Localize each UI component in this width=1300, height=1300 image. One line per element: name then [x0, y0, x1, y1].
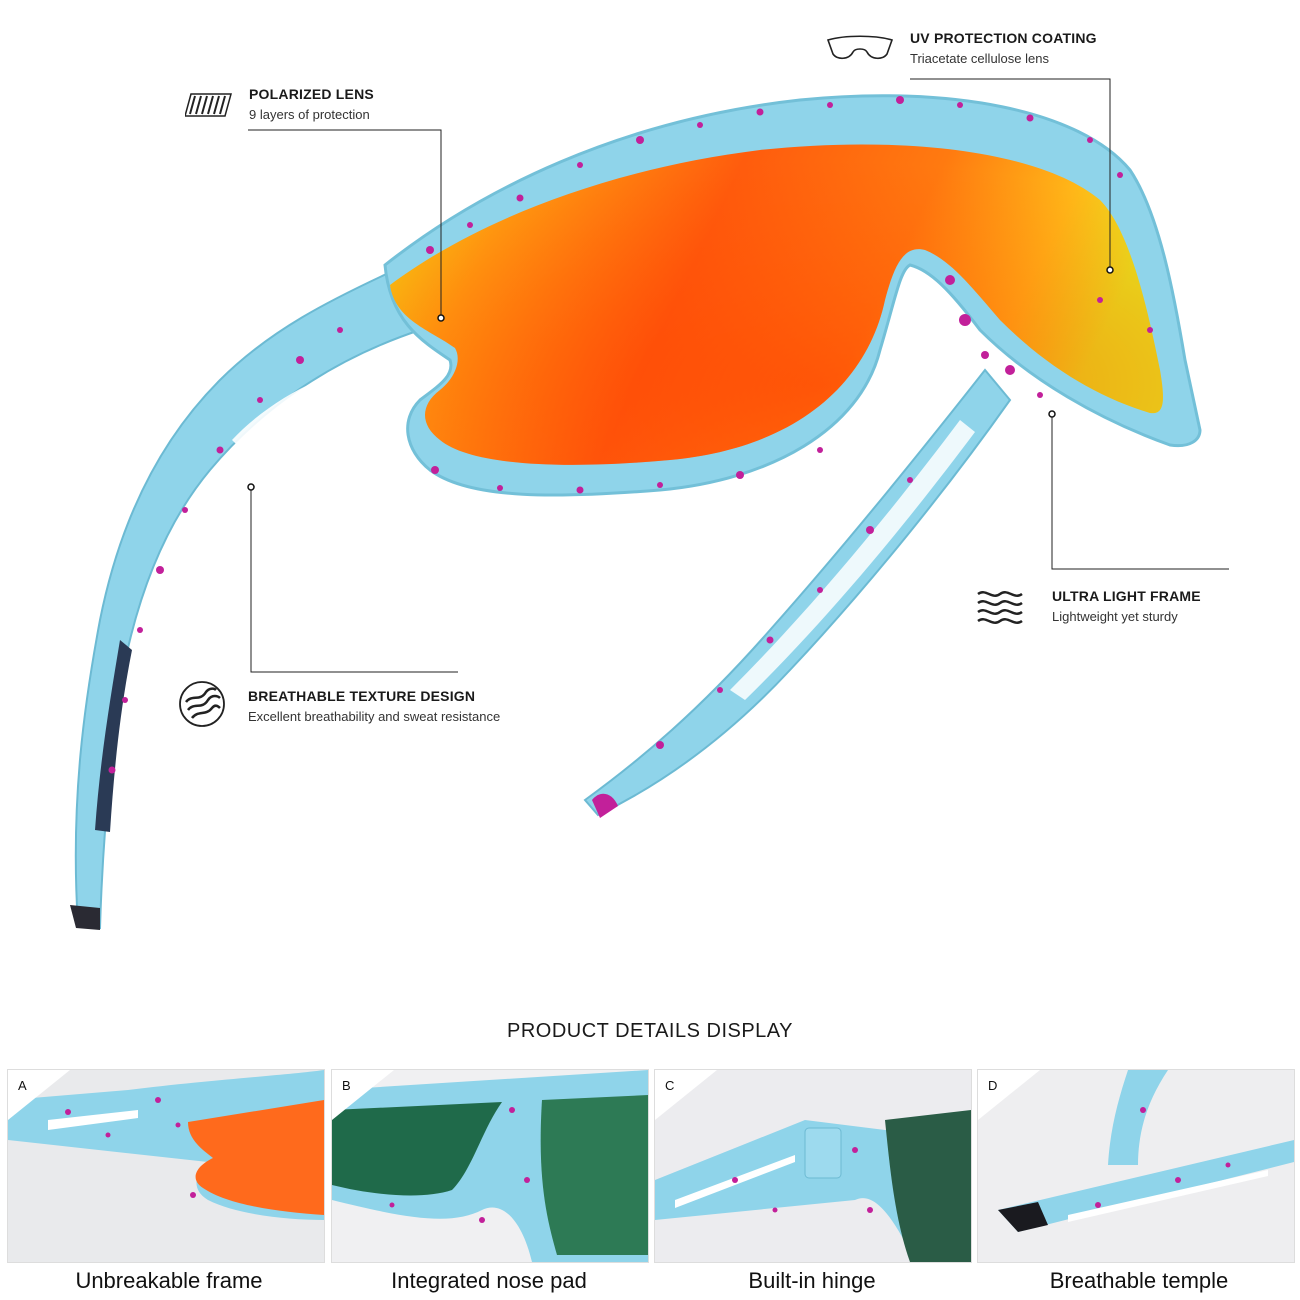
- panel-image-temple: [978, 1070, 1294, 1262]
- feature-title: UV PROTECTION COATING: [910, 30, 1097, 46]
- glasses-outline-icon: [826, 35, 894, 60]
- callout-lines: [248, 78, 1229, 673]
- panel-tab: [8, 1070, 70, 1120]
- frame-speckles: [108, 96, 1153, 774]
- panel-image-hinge: [655, 1070, 971, 1262]
- wave-layers-icon: [977, 591, 1023, 624]
- panel-letter: D: [988, 1078, 998, 1093]
- panel-image-frame: [8, 1070, 324, 1262]
- right-temple-arm: [583, 368, 1012, 818]
- panel-tab: [332, 1070, 394, 1120]
- feature-title: POLARIZED LENS: [249, 86, 374, 102]
- panel-caption: Unbreakable frame: [75, 1268, 263, 1293]
- swirl-texture-icon: [179, 681, 225, 727]
- panel-tab: [978, 1070, 1040, 1120]
- panel-image-nose-pad: [332, 1070, 648, 1262]
- left-temple-arm: [70, 268, 422, 930]
- panel-letter: A: [18, 1078, 27, 1093]
- panel-caption: Built-in hinge: [748, 1268, 876, 1293]
- feature-subtitle: Triacetate cellulose lens: [910, 51, 1049, 66]
- details-section-title: PRODUCT DETAILS DISPLAY: [506, 1020, 793, 1042]
- feature-title: ULTRA LIGHT FRAME: [1052, 588, 1201, 604]
- panel-caption: Integrated nose pad: [391, 1268, 587, 1293]
- panel-tab: [655, 1070, 717, 1120]
- feature-title: BREATHABLE TEXTURE DESIGN: [248, 688, 476, 704]
- feature-subtitle: Lightweight yet sturdy: [1052, 609, 1178, 624]
- panel-letter: B: [342, 1078, 351, 1093]
- panel-caption: Breathable temple: [1049, 1268, 1229, 1293]
- detail-panel-b: B: [331, 1069, 649, 1263]
- detail-panel-a: A: [7, 1069, 325, 1263]
- striped-lens-icon: [185, 93, 232, 117]
- feature-subtitle: Excellent breathability and sweat resist…: [248, 709, 501, 724]
- panel-letter: C: [665, 1078, 675, 1093]
- feature-subtitle: 9 layers of protection: [249, 107, 370, 122]
- detail-panel-c: C: [654, 1069, 972, 1263]
- detail-panel-d: D: [977, 1069, 1295, 1263]
- sunglasses-hero-image: [70, 78, 1229, 930]
